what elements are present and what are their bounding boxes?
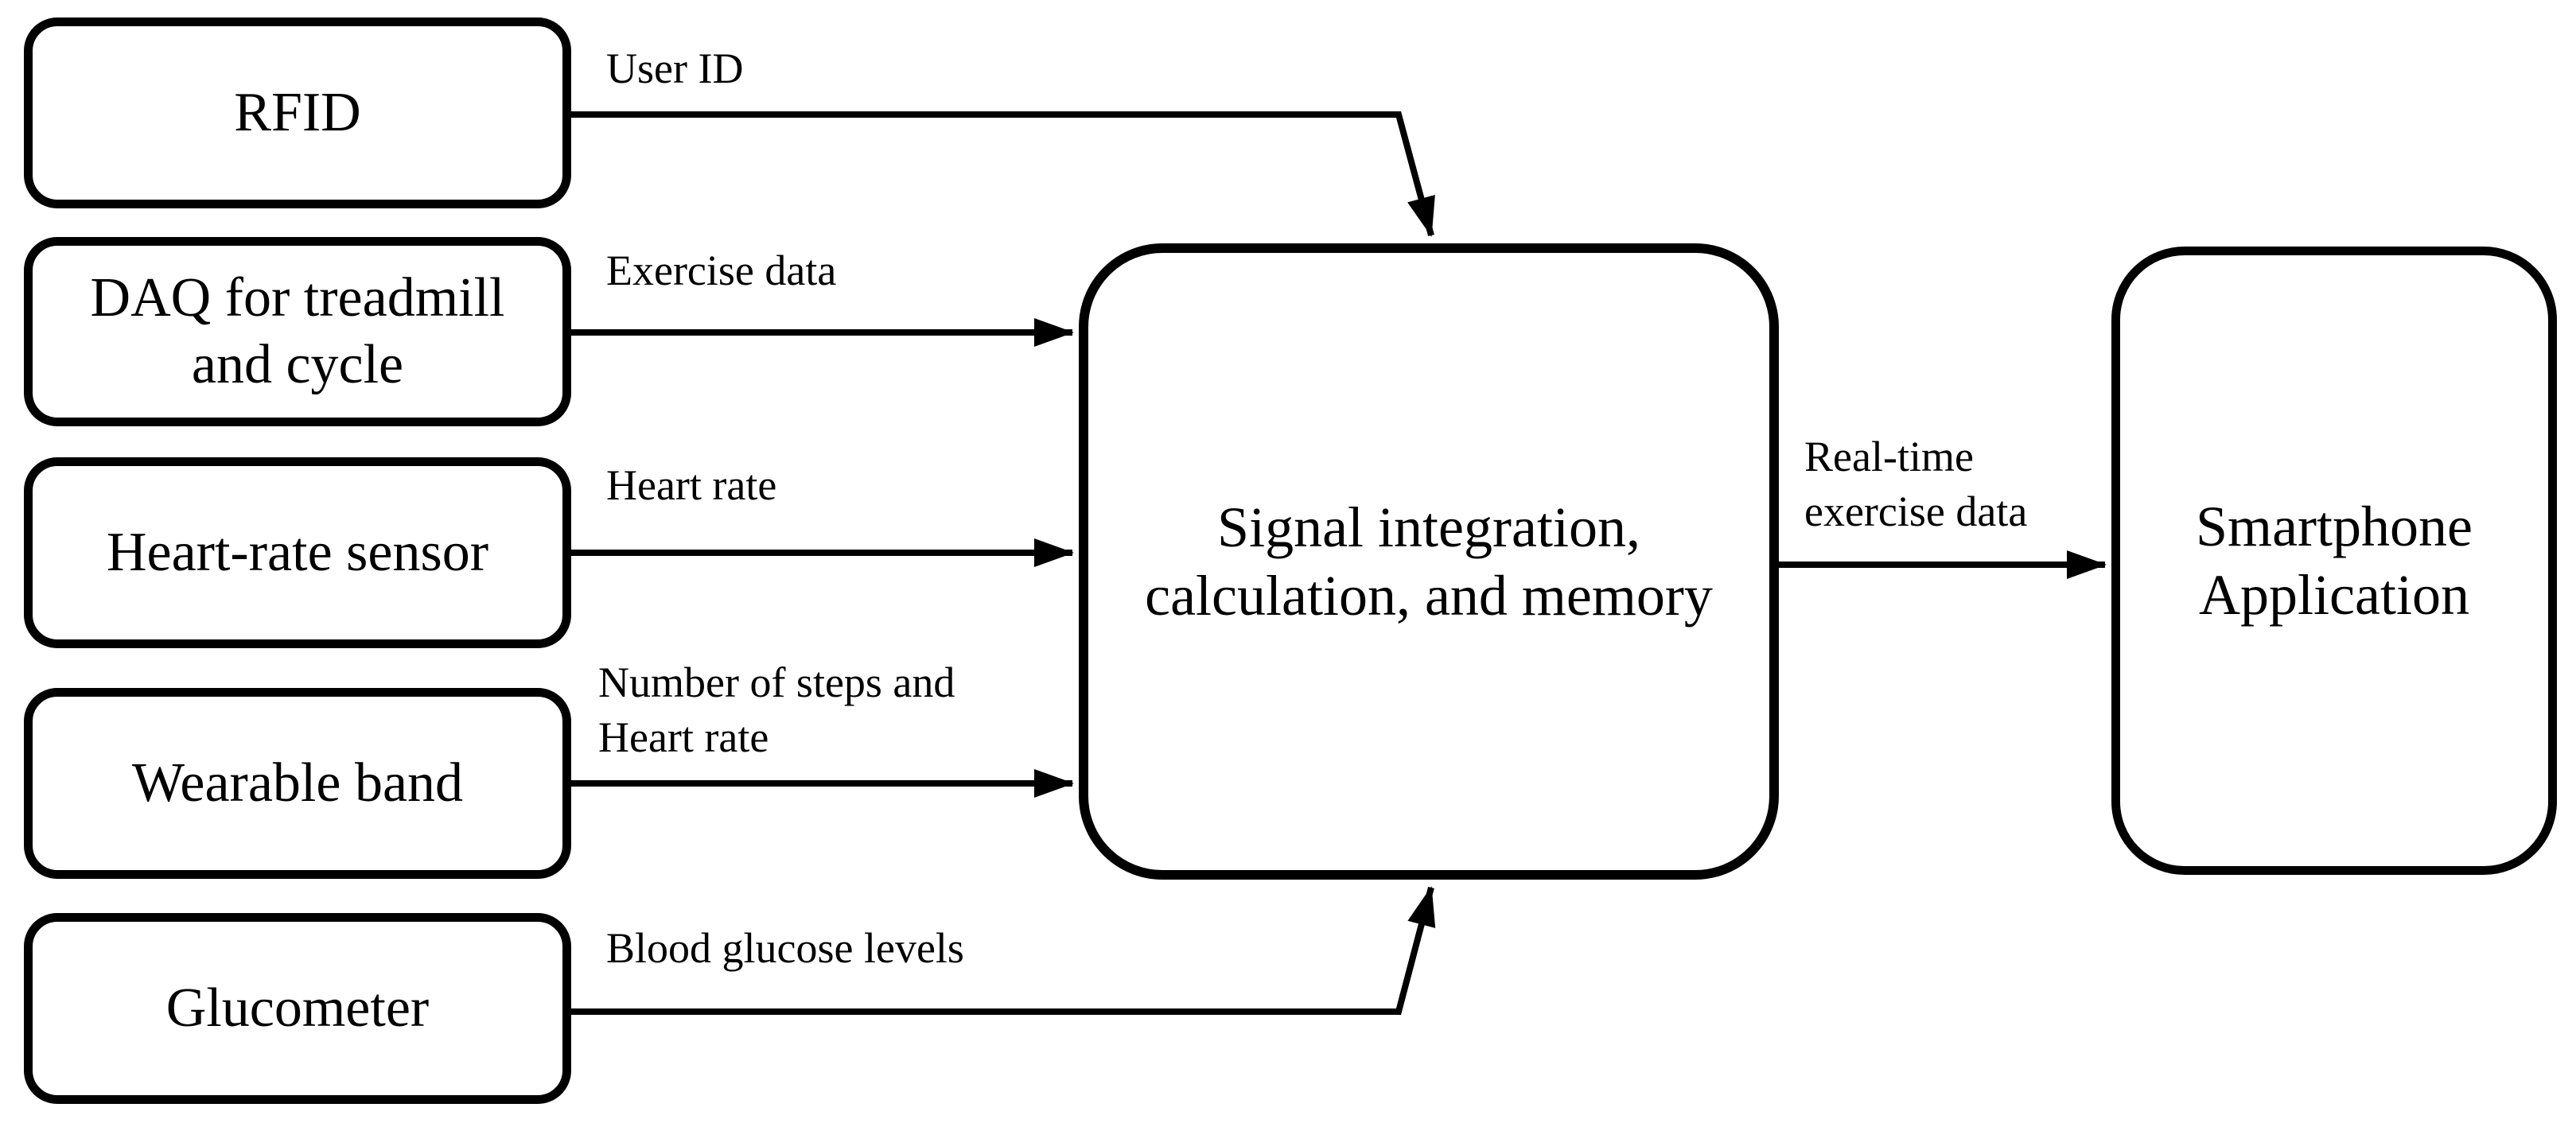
node-signal-integration-label: Signal integration, calculation, and mem… [1145, 495, 1713, 628]
edge-label-blood-glucose: Blood glucose levels [606, 924, 964, 972]
edge-blood-glucose-arrow [566, 886, 1436, 1015]
edge-user-id-arrow [566, 111, 1435, 237]
node-glucometer: Glucometer [24, 913, 571, 1104]
node-wearable-band: Wearable band [24, 688, 571, 879]
edge-label-exercise-data: Exercise data [606, 247, 837, 294]
node-wearable-band-label: Wearable band [131, 752, 464, 814]
node-smartphone-application-label: Smartphone Application [2196, 494, 2473, 627]
node-heart-rate-sensor-label: Heart-rate sensor [106, 522, 489, 583]
edge-label-heart-rate: Heart rate [606, 461, 777, 509]
edge-label-steps-and-heart-rate: Number of steps and Heart rate [598, 659, 955, 761]
edge-label-real-time-exercise-data: Real-time exercise data [1804, 433, 2028, 535]
edge-label-user-id: User ID [606, 45, 744, 92]
node-daq-label: DAQ for treadmill and cycle [90, 267, 505, 395]
node-glucometer-label: Glucometer [165, 977, 430, 1039]
node-smartphone-application: Smartphone Application [2111, 247, 2557, 875]
node-rfid-label: RFID [234, 82, 361, 143]
node-rfid: RFID [24, 17, 571, 208]
node-signal-integration: Signal integration, calculation, and mem… [1079, 243, 1779, 880]
node-daq-treadmill-cycle: DAQ for treadmill and cycle [24, 237, 571, 426]
node-heart-rate-sensor: Heart-rate sensor [24, 457, 571, 648]
